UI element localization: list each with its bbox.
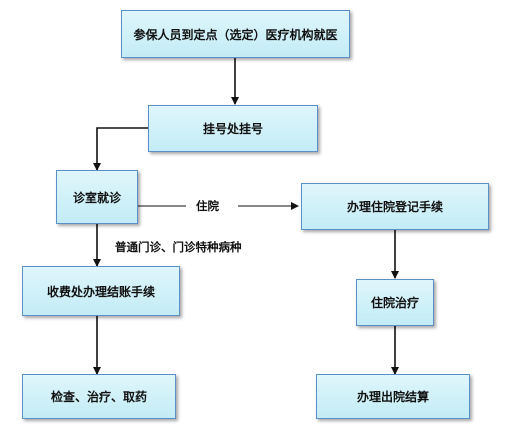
edge-label-outpatient: 普通门诊、门诊特种病种 [115,240,242,254]
node-start: 参保人员到定点（选定）医疗机构就医 [121,10,350,58]
node-consult: 诊室就诊 [56,170,138,224]
node-checkout: 收费处办理结账手续 [22,266,180,316]
node-discharge: 办理出院结算 [316,374,470,419]
node-register: 挂号处挂号 [148,105,318,152]
node-admit: 办理住院登记手续 [301,183,489,230]
node-treat: 检查、治疗、取药 [22,374,176,419]
node-inpatient: 住院治疗 [356,279,434,326]
edge-label-hospitalize: 住院 [196,199,219,213]
arrow-register-to-consult [93,127,148,171]
